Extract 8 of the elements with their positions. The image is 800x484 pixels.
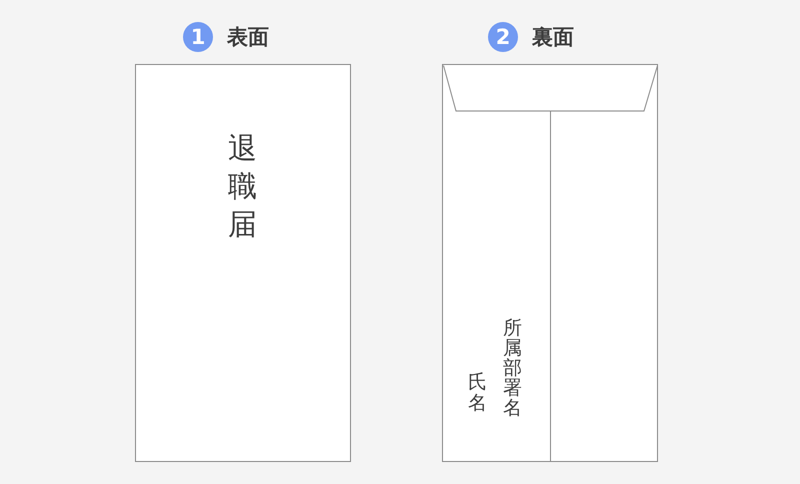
side-heading: 表面 [227,24,269,51]
vertical-text: 退職届 [228,130,257,243]
number-badge: 2 [488,22,518,52]
vertical-text: 所属部署名 [503,318,522,418]
side-heading: 裏面 [532,24,574,51]
number-badge: 1 [183,22,213,52]
vertical-text: 氏名 [468,372,487,414]
envelope [135,64,351,462]
